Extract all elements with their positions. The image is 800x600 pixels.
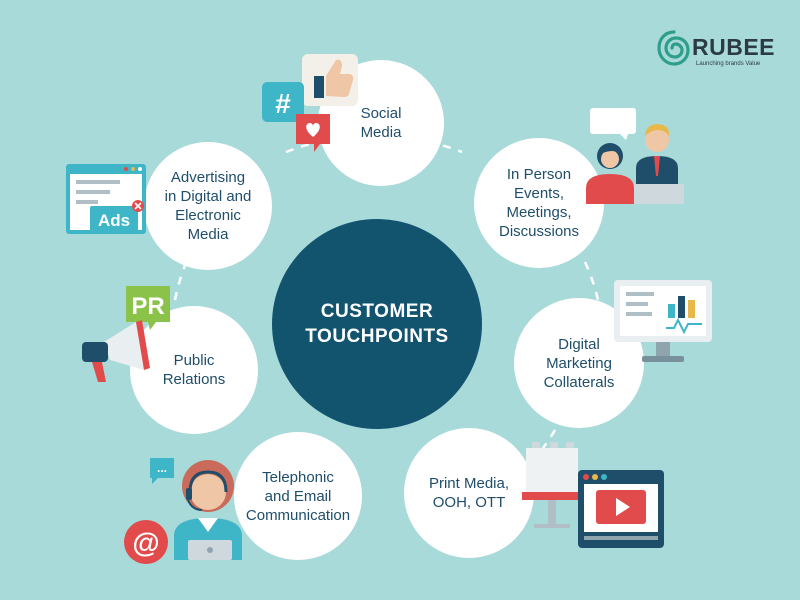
hashtag-text: #: [275, 88, 291, 119]
node-label: Digital Marketing Collaterals: [543, 335, 615, 391]
node-telephonic-email: Telephonic and Email Communication: [234, 432, 362, 560]
node-label: Social Media: [360, 105, 402, 141]
monitor-chart-icon: [614, 280, 712, 362]
node-advertising: Advertising in Digital and Electronic Me…: [144, 142, 272, 270]
node-label: Advertising in Digital and Electronic Me…: [164, 169, 252, 243]
node-print-media: Print Media, OOH, OTT: [404, 428, 534, 558]
node-in-person-events: In Person Events, Meetings, Discussions: [474, 138, 604, 268]
brand-tagline: Launching brands Value: [696, 61, 761, 67]
megaphone-pr-icon: PR: [82, 286, 174, 382]
billboard-video-icon: [522, 442, 664, 548]
ads-browser-icon: Ads: [66, 164, 146, 234]
center-label: CUSTOMER TOUCHPOINTS: [305, 301, 449, 347]
social-media-icon: #: [262, 54, 358, 152]
at-symbol-text: @: [132, 527, 159, 558]
node-label: Print Media, OOH, OTT: [428, 475, 510, 511]
pr-text: PR: [131, 293, 164, 320]
center-hub: CUSTOMER TOUCHPOINTS: [272, 219, 482, 429]
chat-dots-text: ...: [157, 461, 167, 475]
meeting-people-icon: [586, 108, 684, 204]
brand-logo: RUBEE Launching brands Value: [656, 26, 776, 76]
support-agent-icon: ... @: [124, 458, 242, 564]
ads-text: Ads: [98, 211, 130, 230]
node-label: Telephonic and Email Communication: [245, 468, 351, 524]
node-label: In Person Events, Meetings, Discussions: [498, 166, 580, 240]
brand-name: RUBEE: [692, 34, 776, 60]
node-label: Public Relations: [162, 352, 226, 388]
brand-swirl-icon: [657, 30, 690, 66]
